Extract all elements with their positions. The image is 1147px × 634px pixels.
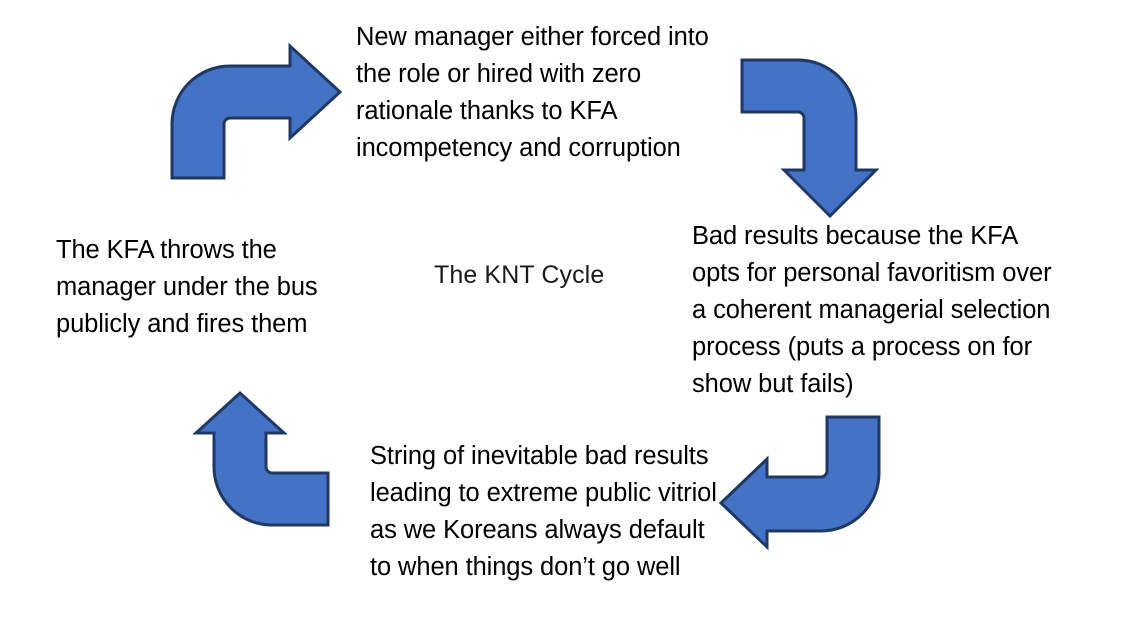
diagram-title: The KNT Cycle [434,261,605,289]
bent-arrow-down-left-icon [718,415,881,551]
bent-arrow-up-right-icon [170,42,343,180]
stage-text-bottom: String of inevitable bad results leading… [370,442,717,581]
bent-arrow-left-up-icon [192,390,330,527]
stage-text-top: New manager either forced into the role … [356,23,709,162]
stage-text-right: Bad results because the KFA opts for per… [692,222,1052,398]
stage-text-left: The KFA throws the manager under the bus… [56,236,318,338]
bent-arrow-right-down-icon [740,58,880,219]
